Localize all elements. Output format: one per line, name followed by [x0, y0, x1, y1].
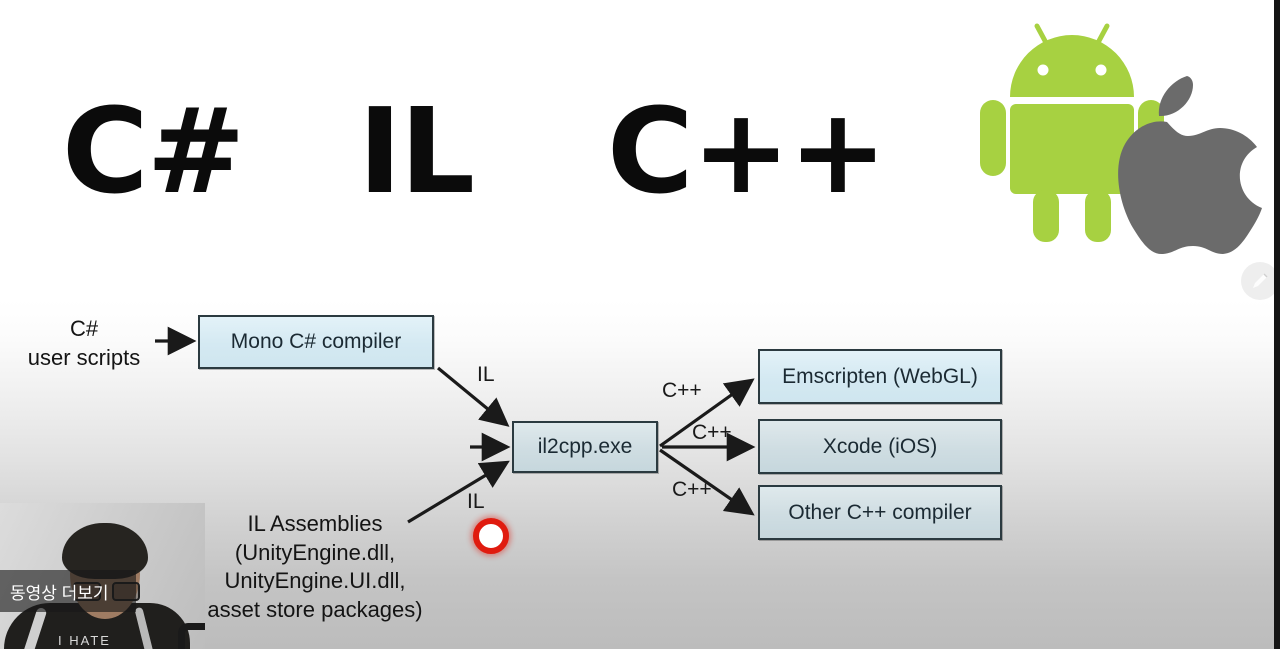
node-il2cpp-exe[interactable]: il2cpp.exe [512, 421, 658, 473]
headline-il: IL [358, 82, 475, 220]
shirt-text: I HATE [58, 633, 111, 648]
capture-right-edge [1274, 0, 1280, 649]
headline-cpp: C++ [607, 82, 887, 220]
platform-logos [955, 4, 1265, 286]
more-videos-banner-label: 동영상 더보기 [10, 583, 109, 603]
edge-label-cpp-other: C++ [672, 478, 712, 501]
label-il-assemblies: IL Assemblies (UnityEngine.dll, UnityEng… [207, 511, 423, 622]
edge-label-cpp-xcode: C++ [692, 421, 732, 444]
node-other-cpp-compiler[interactable]: Other C++ compiler [758, 485, 1002, 540]
label-csharp-user-scripts: C# user scripts [27, 316, 141, 370]
node-mono-compiler[interactable]: Mono C# compiler [198, 315, 434, 369]
edge-label-cpp-emscripten: C++ [662, 379, 702, 402]
edge-label-il-bottom: IL [467, 490, 485, 513]
webcam-person-hair [62, 523, 148, 579]
apple-logo [1118, 76, 1262, 255]
node-xcode-ios[interactable]: Xcode (iOS) [758, 419, 1002, 474]
chair-back [178, 623, 205, 649]
laser-pointer-cursor [473, 518, 509, 554]
pencil-icon[interactable] [1241, 262, 1279, 300]
android-logo [980, 23, 1164, 242]
edge-label-il-top: IL [477, 363, 495, 386]
headline-csharp: C# [62, 82, 245, 220]
webcam-overlay[interactable]: I HATE 동영상 더보기 [0, 503, 205, 649]
node-emscripten-webgl[interactable]: Emscripten (WebGL) [758, 349, 1002, 404]
more-videos-banner[interactable]: 동영상 더보기 [0, 570, 136, 612]
